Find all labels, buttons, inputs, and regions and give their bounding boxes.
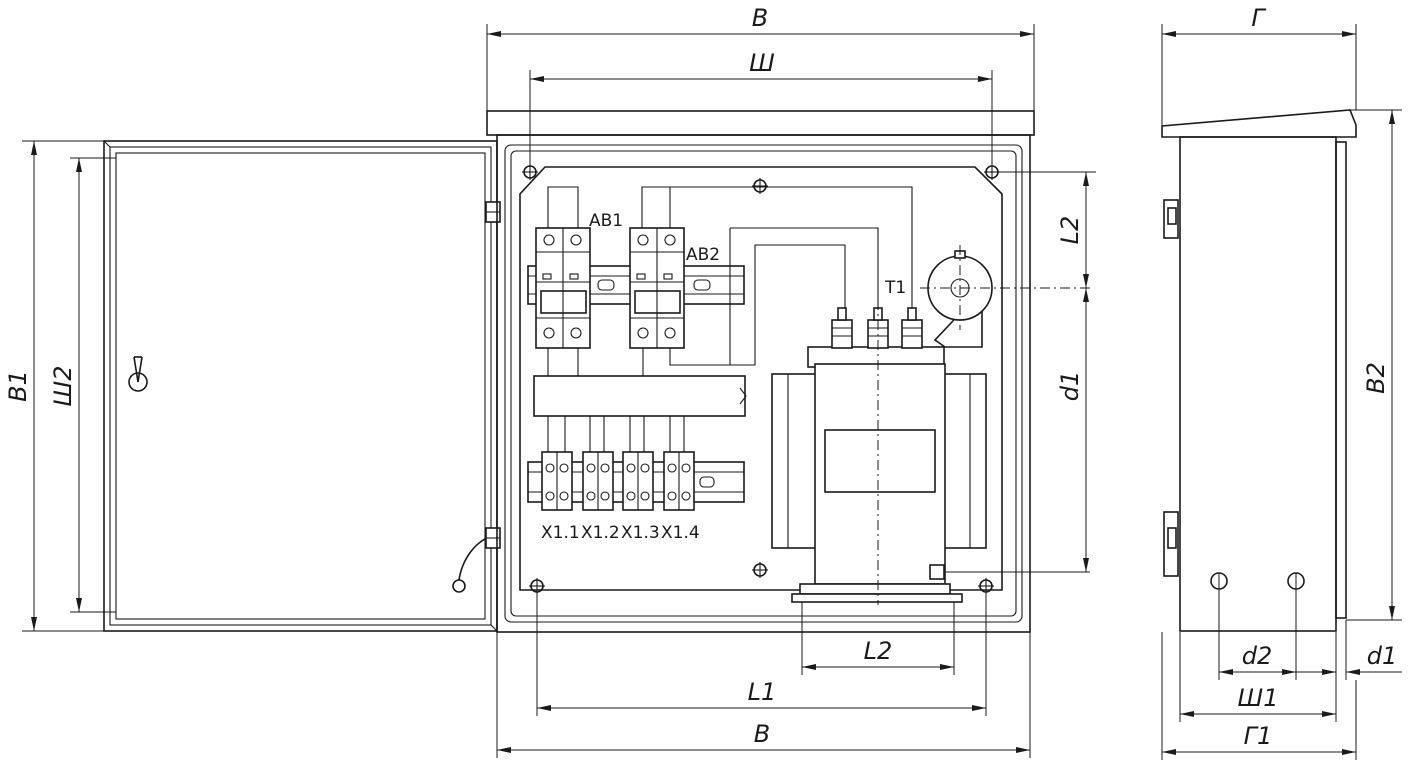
terminal-x1-2 bbox=[582, 451, 614, 511]
door bbox=[103, 140, 498, 632]
dim-label-sh1: Ш1 bbox=[1238, 684, 1279, 712]
dim-label-g-top: Г bbox=[1251, 4, 1266, 32]
dim-lines bbox=[22, 24, 1402, 760]
dim-label-sh2: Ш2 bbox=[49, 366, 77, 407]
dim-label-l2-bottom: L2 bbox=[864, 637, 893, 665]
dim-label-b1: В1 bbox=[4, 370, 32, 402]
breaker-av2 bbox=[629, 227, 685, 349]
dim-label-d1-side: d1 bbox=[1367, 642, 1398, 670]
dim-label-d1-vertical: d1 bbox=[1056, 371, 1084, 402]
hinges bbox=[485, 201, 501, 549]
dim-label-b2: В2 bbox=[1362, 362, 1390, 394]
label-x1-4: X1.4 bbox=[661, 523, 700, 543]
breaker-av1 bbox=[535, 227, 591, 349]
dim-label-d2: d2 bbox=[1242, 642, 1273, 670]
door-handle-icon[interactable] bbox=[128, 356, 148, 392]
dim-label-b-top: В bbox=[752, 4, 768, 32]
transformer-t1 bbox=[771, 300, 1090, 605]
wire-duct bbox=[533, 375, 747, 452]
label-av1: АВ1 bbox=[589, 211, 623, 231]
wiring bbox=[547, 186, 913, 376]
dim-label-g1: Г1 bbox=[1244, 722, 1273, 750]
dim-label-l2-vertical: L2 bbox=[1056, 216, 1084, 245]
terminal-x1-1 bbox=[541, 451, 573, 511]
dim-label-sh-top: Ш bbox=[749, 49, 775, 77]
label-t1: Т1 bbox=[884, 278, 906, 298]
terminal-x1-3 bbox=[622, 451, 654, 511]
label-av2: АВ2 bbox=[686, 245, 720, 265]
dim-label-b-bottom: В bbox=[754, 720, 770, 748]
label-x1-1: X1.1 bbox=[541, 523, 580, 543]
cabinet-body bbox=[486, 110, 1035, 633]
label-x1-2: X1.2 bbox=[581, 523, 620, 543]
oil-conservator bbox=[920, 245, 1090, 348]
ground-bolt-icon bbox=[929, 564, 1090, 580]
side-view bbox=[1161, 109, 1357, 632]
label-x1-3: X1.3 bbox=[621, 523, 660, 543]
dim-label-l1: L1 bbox=[748, 678, 777, 706]
terminal-x1-4 bbox=[663, 451, 695, 511]
